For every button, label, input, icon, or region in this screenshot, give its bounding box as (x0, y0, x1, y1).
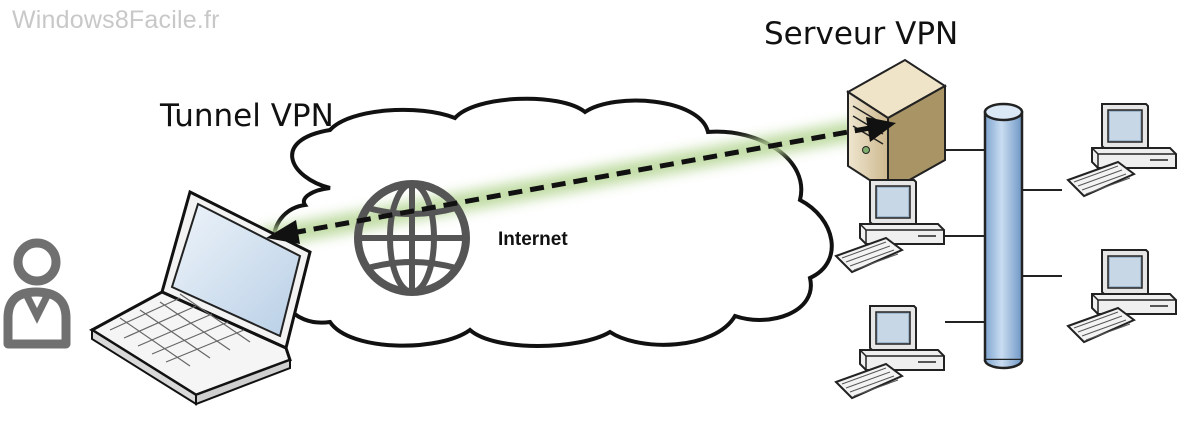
desktop-computer-icon (835, 305, 945, 399)
user-icon (3, 238, 71, 349)
server-icon (846, 58, 947, 194)
desktop-computer-icon (1067, 103, 1177, 197)
watermark-text: Windows8Facile.fr (12, 6, 220, 34)
vpn-tunnel-arrow (266, 117, 896, 244)
globe-icon (354, 180, 470, 296)
desktop-computer-icon (835, 179, 945, 273)
laptop-icon (89, 189, 312, 406)
desktop-computer-icon (1067, 249, 1177, 343)
network-bus-icon (935, 102, 1062, 370)
server-vpn-label: Serveur VPN (764, 16, 959, 52)
tunnel-vpn-label: Tunnel VPN (160, 98, 334, 134)
internet-label: Internet (498, 229, 568, 250)
